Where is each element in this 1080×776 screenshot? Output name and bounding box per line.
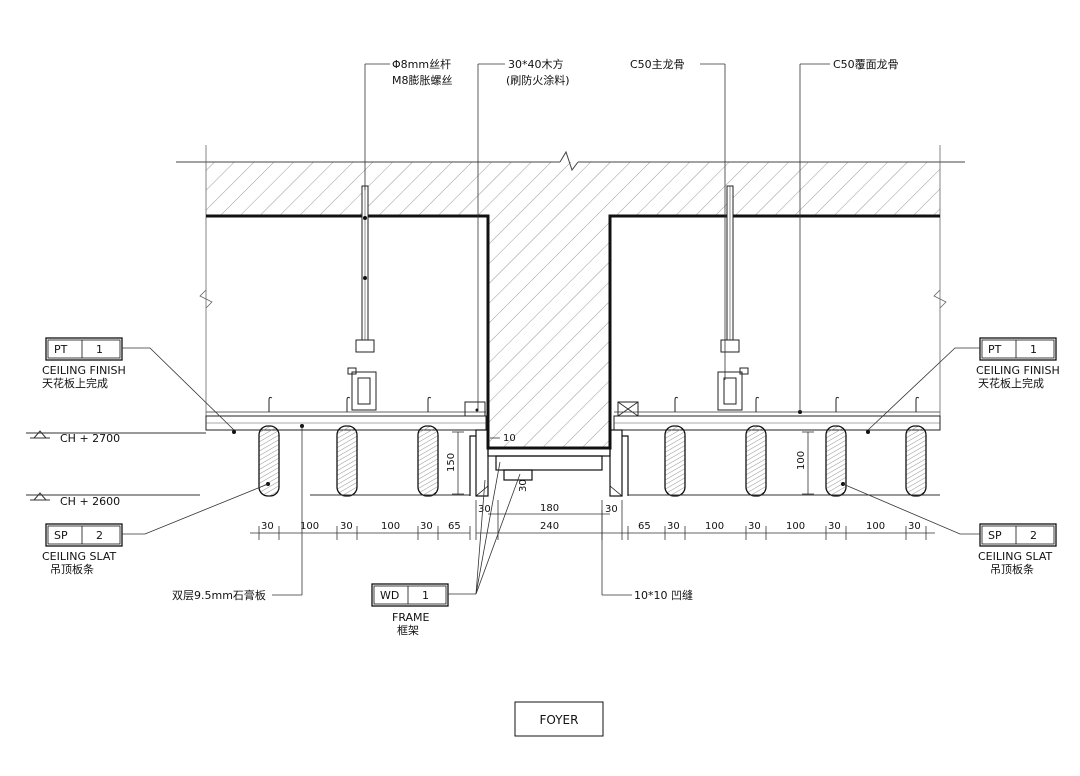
dim-right-3: 100 <box>705 521 724 532</box>
dim-left-2: 100 <box>300 521 319 532</box>
slat-hooks <box>268 396 920 412</box>
tag-sp-right: SP 2 CEILING SLAT 吊顶板条 <box>842 483 1057 576</box>
dim-right-6: 30 <box>828 521 841 532</box>
level-ch2700: CH + 2700 <box>26 430 206 445</box>
dim-150: 150 <box>446 431 464 495</box>
hanger-rod-right <box>717 185 749 411</box>
callout-gypsum-label: 双层9.5mm石膏板 <box>172 588 266 602</box>
tag-pt-right-code: PT <box>988 343 1002 356</box>
hanger-rod-left <box>347 185 377 411</box>
callout-rod: Φ8mm丝杆 M8膨胀螺丝 <box>363 57 453 280</box>
tag-sp-right-num: 2 <box>1030 529 1037 542</box>
tag-sp-right-en: CEILING SLAT <box>978 550 1053 563</box>
tag-pt-left: PT 1 CEILING FINISH 天花板上完成 <box>42 337 235 431</box>
dim-180-label: 180 <box>540 503 559 514</box>
tag-pt-right-num: 1 <box>1030 343 1037 356</box>
bottom-dimension-chain <box>250 500 935 540</box>
callout-groove: 10*10 凹缝 <box>601 510 693 602</box>
dim-left-1: 30 <box>261 521 274 532</box>
callout-timber-line1: 30*40木方 <box>508 57 564 71</box>
dim-right-2: 30 <box>667 521 680 532</box>
dim-100: 100 <box>796 431 814 495</box>
callout-c50-cover-label: C50覆面龙骨 <box>833 58 899 71</box>
tag-pt-left-code: PT <box>54 343 68 356</box>
dim-center-3: 30 <box>605 504 618 515</box>
room-label-box: FOYER <box>514 701 604 737</box>
dim-10-label: 10 <box>503 433 516 444</box>
ceiling-slats-right <box>664 425 927 497</box>
tag-pt-left-cn: 天花板上完成 <box>42 376 108 390</box>
dim-180: 180 <box>488 503 610 515</box>
dim-center-2: 240 <box>540 521 559 532</box>
tag-sp-left: SP 2 CEILING SLAT 吊顶板条 <box>42 483 269 576</box>
tag-pt-left-en: CEILING FINISH <box>42 364 126 377</box>
callout-c50-main-label: C50主龙骨 <box>630 58 685 71</box>
room-label: FOYER <box>540 713 579 727</box>
dim-left-3: 30 <box>340 521 353 532</box>
dim-left-6: 65 <box>448 521 461 532</box>
callout-groove-label: 10*10 凹缝 <box>634 588 693 602</box>
tag-pt-right-cn: 天花板上完成 <box>978 376 1044 390</box>
tag-sp-left-cn: 吊顶板条 <box>50 562 94 576</box>
dim-30v-label: 30 <box>518 479 529 492</box>
callout-rod-line1: Φ8mm丝杆 <box>392 57 451 71</box>
dim-center-1: 30 <box>478 504 491 515</box>
tag-sp-left-num: 2 <box>96 529 103 542</box>
callout-timber-line2: (刷防火涂料) <box>506 73 570 87</box>
bottom-dim-labels: 30 100 30 100 30 65 30 240 30 65 30 100 … <box>261 504 921 532</box>
tag-pt-right: PT 1 CEILING FINISH 天花板上完成 <box>867 337 1060 431</box>
dim-100-label: 100 <box>796 451 807 470</box>
dim-left-4: 100 <box>381 521 400 532</box>
tag-wd: WD 1 FRAME 框架 <box>371 461 521 637</box>
callout-c50-cover: C50覆面龙骨 <box>799 58 899 412</box>
concrete-slab <box>176 145 965 450</box>
dim-right-8: 30 <box>908 521 921 532</box>
tag-sp-left-code: SP <box>54 529 68 542</box>
tag-wd-en: FRAME <box>392 611 430 624</box>
tag-wd-cn: 框架 <box>397 624 419 637</box>
callout-c50-main: C50主龙骨 <box>630 58 726 380</box>
dim-right-1: 65 <box>638 521 651 532</box>
level-ch2700-label: CH + 2700 <box>60 432 120 445</box>
tag-sp-right-code: SP <box>988 529 1002 542</box>
dim-right-4: 30 <box>748 521 761 532</box>
dim-right-5: 100 <box>786 521 805 532</box>
tag-wd-code: WD <box>380 589 399 602</box>
tag-sp-right-cn: 吊顶板条 <box>990 562 1034 576</box>
dim-left-5: 30 <box>420 521 433 532</box>
tag-pt-right-en: CEILING FINISH <box>976 364 1060 377</box>
callout-rod-line2: M8膨胀螺丝 <box>392 73 453 87</box>
level-ch2600-label: CH + 2600 <box>60 495 120 508</box>
dim-right-7: 100 <box>866 521 885 532</box>
callout-timber: 30*40木方 (刷防火涂料) <box>477 57 570 410</box>
tag-wd-num: 1 <box>422 589 429 602</box>
tag-pt-left-num: 1 <box>96 343 103 356</box>
dim-150-label: 150 <box>446 453 457 472</box>
timber-block-left <box>464 401 486 417</box>
ceiling-slats-left <box>258 425 439 497</box>
level-ch2600: CH + 2600 <box>26 492 940 508</box>
tag-sp-left-en: CEILING SLAT <box>42 550 117 563</box>
callout-gypsum: 双层9.5mm石膏板 <box>172 426 303 602</box>
